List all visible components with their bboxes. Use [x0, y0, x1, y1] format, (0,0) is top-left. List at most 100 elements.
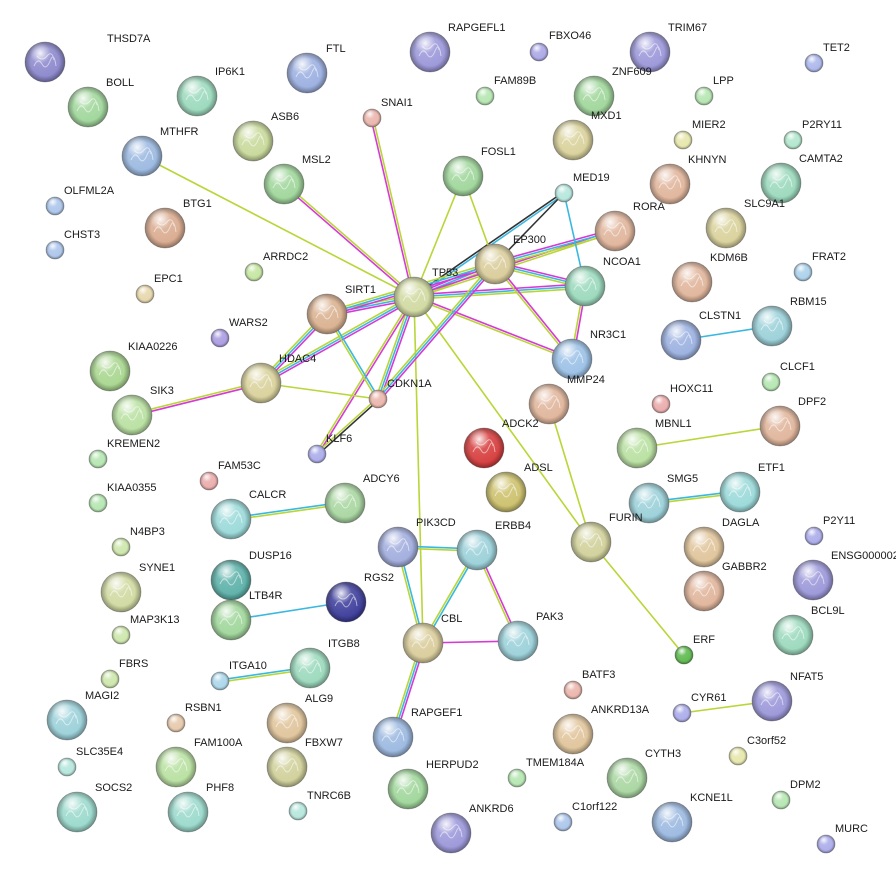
node-rsbn1[interactable]: RSBN1 [166, 702, 222, 733]
node-ankrd6[interactable]: ANKRD6 [430, 803, 514, 854]
node-tet2[interactable]: TET2 [804, 42, 850, 73]
node-etf1[interactable]: ETF1 [719, 462, 785, 513]
node-ftl[interactable]: FTL [286, 43, 346, 94]
node-dagla[interactable]: DAGLA [683, 517, 760, 568]
node-cbl[interactable]: CBL [402, 613, 462, 664]
node-syne1[interactable]: SYNE1 [100, 562, 175, 613]
node-map3k13[interactable]: MAP3K13 [111, 614, 180, 645]
node-clcf1[interactable]: CLCF1 [761, 361, 815, 392]
node-calcr[interactable]: CALCR [210, 489, 286, 540]
node-pik3cd[interactable]: PIK3CD [377, 517, 456, 568]
node-fbxw7[interactable]: FBXW7 [266, 737, 343, 788]
node-mier2[interactable]: MIER2 [673, 119, 726, 150]
node-khnyn[interactable]: KHNYN [649, 154, 727, 205]
node-herpud2[interactable]: HERPUD2 [387, 759, 479, 810]
node-med19[interactable]: MED19 [554, 172, 610, 203]
node-fbxo46[interactable]: FBXO46 [529, 30, 591, 62]
node-epc1[interactable]: EPC1 [135, 273, 183, 304]
node-smg5[interactable]: SMG5 [628, 473, 698, 524]
node-rbm15[interactable]: RBM15 [751, 296, 827, 347]
node-ep300[interactable]: EP300 [474, 234, 546, 285]
node-btg1[interactable]: BTG1 [144, 198, 212, 249]
node-kcne1l[interactable]: KCNE1L [651, 792, 733, 843]
node-cyth3[interactable]: CYTH3 [606, 748, 681, 799]
node-cdkn1a[interactable]: CDKN1A [368, 378, 432, 409]
node-lpp[interactable]: LPP [694, 75, 734, 106]
node-dpf2[interactable]: DPF2 [759, 396, 826, 447]
node-olfml2a[interactable]: OLFML2A [45, 185, 115, 216]
node-tp53[interactable]: TP53 [393, 267, 458, 318]
node-batf3[interactable]: BATF3 [563, 669, 615, 700]
node-trim67[interactable]: TRIM67 [629, 22, 707, 73]
node-n4bp3[interactable]: N4BP3 [111, 526, 165, 557]
node-nr3c1[interactable]: NR3C1 [551, 329, 626, 380]
node-wars2[interactable]: WARS2 [210, 317, 268, 348]
node-dusp16[interactable]: DUSP16 [210, 550, 292, 601]
node-ankrd13a[interactable]: ANKRD13A [552, 704, 650, 755]
node-cyr61[interactable]: CYR61 [672, 692, 726, 723]
node-adsl[interactable]: ADSL [485, 462, 553, 513]
node-msl2[interactable]: MSL2 [263, 154, 331, 205]
node-c1orf122[interactable]: C1orf122 [553, 801, 617, 832]
node-rora[interactable]: RORA [594, 201, 665, 252]
node-itgb8[interactable]: ITGB8 [289, 638, 360, 689]
node-kdm6b[interactable]: KDM6B [671, 252, 748, 303]
node-rgs2[interactable]: RGS2 [325, 572, 394, 623]
node-p2ry11[interactable]: P2RY11 [783, 119, 842, 150]
node-boll[interactable]: BOLL [67, 77, 134, 128]
node-sik3[interactable]: SIK3 [111, 385, 174, 436]
node-bcl9l[interactable]: BCL9L [772, 605, 845, 656]
node-socs2[interactable]: SOCS2 [56, 782, 132, 833]
node-klf6[interactable]: KLF6 [307, 433, 352, 464]
node-znf609[interactable]: ZNF609 [573, 66, 652, 117]
node-hoxc11[interactable]: HOXC11 [651, 383, 713, 414]
node-snai1[interactable]: SNAI1 [362, 97, 413, 128]
node-tmem184a[interactable]: TMEM184A [507, 757, 585, 788]
node-kremen2[interactable]: KREMEN2 [88, 438, 160, 469]
node-chst3[interactable]: CHST3 [45, 229, 100, 260]
node-erbb4[interactable]: ERBB4 [456, 520, 531, 571]
node-ltb4r[interactable]: LTB4R [210, 590, 282, 641]
node-itga10[interactable]: ITGA10 [210, 660, 267, 691]
node-mxd1[interactable]: MXD1 [552, 110, 622, 161]
node-nfat5[interactable]: NFAT5 [751, 671, 823, 722]
node-clstn1[interactable]: CLSTN1 [660, 310, 741, 361]
node-camta2[interactable]: CAMTA2 [760, 153, 843, 204]
node-alg9[interactable]: ALG9 [266, 693, 333, 744]
node-furin[interactable]: FURIN [570, 512, 643, 563]
node-c3orf52[interactable]: C3orf52 [728, 735, 786, 766]
node-arrdc2[interactable]: ARRDC2 [244, 251, 308, 282]
node-magi2[interactable]: MAGI2 [46, 690, 119, 741]
node-slc35e4[interactable]: SLC35E4 [57, 746, 123, 777]
node-mthfr[interactable]: MTHFR [121, 126, 199, 177]
node-ensg00000[interactable]: ENSG000002 [792, 550, 896, 601]
node-murc[interactable]: MURC [816, 823, 868, 854]
node-tnrc6b[interactable]: TNRC6B [288, 790, 351, 821]
node-kiaa0226[interactable]: KIAA0226 [89, 341, 178, 392]
node-ip6k1[interactable]: IP6K1 [176, 66, 245, 117]
node-fbrs[interactable]: FBRS [100, 658, 148, 689]
node-thsd7a[interactable]: THSD7A [24, 33, 151, 83]
node-ncoa1[interactable]: NCOA1 [564, 256, 641, 307]
node-rapgefl1[interactable]: RAPGEFL1 [409, 22, 505, 73]
node-mbnl1[interactable]: MBNL1 [616, 418, 692, 469]
node-fam100a[interactable]: FAM100A [155, 737, 243, 788]
node-adcy6[interactable]: ADCY6 [324, 473, 400, 524]
node-slc9a1[interactable]: SLC9A1 [705, 198, 785, 249]
node-kiaa0355[interactable]: KIAA0355 [88, 482, 157, 513]
node-dpm2[interactable]: DPM2 [771, 779, 821, 810]
node-pak3[interactable]: PAK3 [497, 611, 563, 662]
node-phf8[interactable]: PHF8 [167, 782, 234, 833]
node-fosl1[interactable]: FOSL1 [442, 146, 516, 197]
node-hdac4[interactable]: HDAC4 [240, 353, 316, 404]
node-rapgef1[interactable]: RAPGEF1 [372, 707, 462, 758]
node-asb6[interactable]: ASB6 [232, 111, 299, 162]
node-fam53c[interactable]: FAM53C [199, 460, 261, 491]
node-sirt1[interactable]: SIRT1 [306, 284, 376, 335]
node-gabbr2[interactable]: GABBR2 [683, 561, 767, 612]
node-adck2[interactable]: ADCK2 [463, 418, 539, 469]
node-mmp24[interactable]: MMP24 [528, 374, 605, 425]
node-erf[interactable]: ERF [674, 634, 715, 665]
node-fam89b[interactable]: FAM89B [475, 75, 536, 106]
node-frat2[interactable]: FRAT2 [793, 251, 846, 282]
